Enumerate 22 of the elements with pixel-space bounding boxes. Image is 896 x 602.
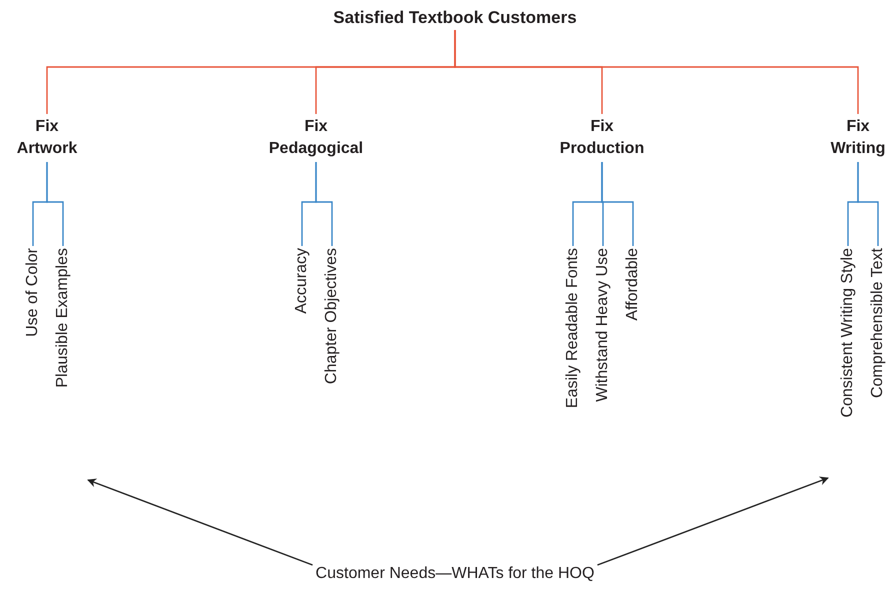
need-label: Consistent Writing Style xyxy=(838,248,857,418)
need-label: Use of Color xyxy=(23,248,42,337)
need-label: Plausible Examples xyxy=(53,248,72,388)
tree-connector xyxy=(454,30,859,114)
category-heading: Fix Artwork xyxy=(16,117,78,159)
category-heading: Fix Writing xyxy=(830,117,886,159)
need-label: Affordable xyxy=(623,248,642,321)
need-label: Accuracy xyxy=(292,248,311,314)
tree-connector xyxy=(46,162,64,246)
arrow xyxy=(597,476,829,566)
tree-connector xyxy=(857,162,879,246)
tree-connector xyxy=(315,162,333,246)
root-heading: Satisfied Textbook Customers xyxy=(333,8,577,28)
note-text: Customer Needs—WHATs for the HOQ xyxy=(316,564,594,584)
category-heading: Fix Production xyxy=(560,117,644,159)
category-heading: Fix Pedagogical xyxy=(268,117,364,159)
arrow xyxy=(87,478,313,566)
need-label: Comprehensible Text xyxy=(868,248,887,398)
need-label: Withstand Heavy Use xyxy=(593,248,612,402)
need-label: Chapter Objectives xyxy=(322,248,341,384)
tree-connector xyxy=(601,162,634,246)
need-label: Easily Readable Fonts xyxy=(563,248,582,408)
